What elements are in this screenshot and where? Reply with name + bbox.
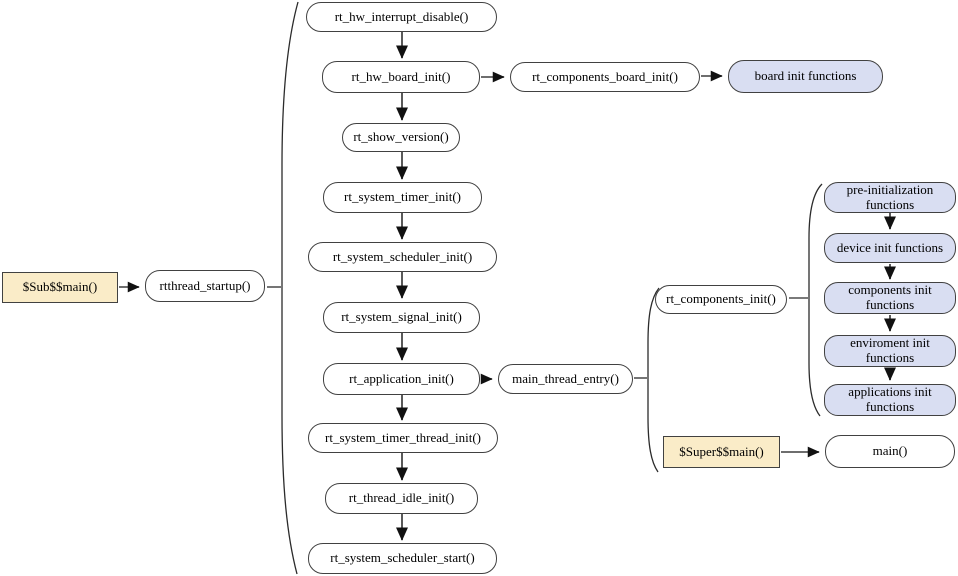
components-brace [808, 183, 823, 417]
node-board-init-functions: board init functions [728, 60, 883, 93]
node-rt-application-init: rt_application_init() [323, 363, 480, 395]
node-rt-system-signal-init: rt_system_signal_init() [323, 302, 480, 333]
node-components-init-functions: components init functions [824, 282, 956, 314]
node-pre-initialization-functions: pre-initialization functions [824, 182, 956, 213]
node-rt-system-timer-init: rt_system_timer_init() [323, 182, 482, 213]
entry-brace [647, 287, 660, 473]
node-rt-system-scheduler-init: rt_system_scheduler_init() [308, 242, 497, 272]
node-rt-system-scheduler-start: rt_system_scheduler_start() [308, 543, 497, 574]
node-rt-hw-board-init: rt_hw_board_init() [322, 61, 480, 93]
node-enviroment-init-functions: enviroment init functions [824, 335, 956, 367]
node-applications-init-functions: applications init functions [824, 384, 956, 416]
node-sub-main: $Sub$$main() [2, 272, 118, 303]
node-rt-components-board-init: rt_components_board_init() [510, 62, 700, 92]
node-rt-components-init: rt_components_init() [655, 285, 787, 314]
node-rt-show-version: rt_show_version() [342, 123, 460, 152]
node-main-thread-entry: main_thread_entry() [498, 364, 633, 394]
node-device-init-functions: device init functions [824, 233, 956, 263]
node-main: main() [825, 435, 955, 468]
node-rt-hw-interrupt-disable: rt_hw_interrupt_disable() [306, 2, 497, 32]
node-super-main: $Super$$main() [663, 436, 780, 468]
startup-brace [281, 1, 299, 575]
node-rtthread-startup: rtthread_startup() [145, 270, 265, 302]
node-rt-system-timer-thread-init: rt_system_timer_thread_init() [308, 423, 498, 453]
node-rt-thread-idle-init: rt_thread_idle_init() [325, 483, 478, 514]
